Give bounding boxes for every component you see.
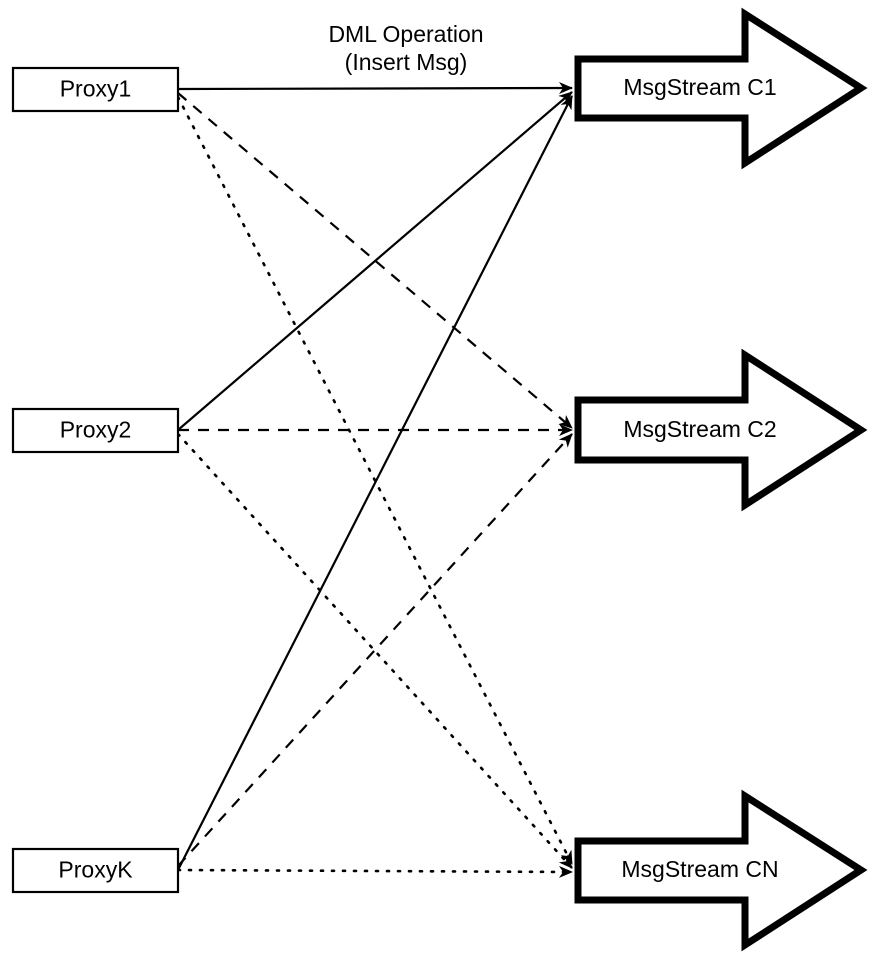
msgstream-label: MsgStream CN <box>621 856 778 882</box>
dml-operation-label-line2: (Insert Msg) <box>345 49 468 75</box>
msgstream-arrow-stream_cn[interactable]: MsgStream CN <box>574 789 868 952</box>
proxy-label: Proxy2 <box>60 417 132 443</box>
msgstream-arrow-shape <box>574 789 868 952</box>
msgstream-arrow-stream_c2[interactable]: MsgStream C2 <box>574 348 868 512</box>
proxy-label: Proxy1 <box>60 76 132 102</box>
connection-pk_cn <box>176 865 574 878</box>
msgstream-label: MsgStream C2 <box>623 416 776 442</box>
connection-p1_c2 <box>177 92 573 429</box>
msgstream-arrow-shape <box>574 348 868 512</box>
msgstream-arrows-group: MsgStream C1 MsgStream C2 MsgStream CN <box>574 7 868 952</box>
connection-p2_c1 <box>177 91 573 431</box>
proxy-node-proxyk[interactable]: ProxyK <box>11 847 180 894</box>
connection-p2_cn <box>176 432 574 870</box>
proxy-box-shape <box>11 66 180 113</box>
proxy-box-shape <box>11 847 180 894</box>
connection-lines-group <box>176 82 574 878</box>
connection-pk_c2 <box>177 433 573 867</box>
msgstream-label: MsgStream C1 <box>623 74 776 100</box>
connection-p1_c1 <box>177 82 573 95</box>
connection-pk_c1 <box>177 95 573 871</box>
connection-p1_cn <box>176 95 574 866</box>
msgstream-arrow-stream_c1[interactable]: MsgStream C1 <box>574 7 868 170</box>
msgstream-arrow-shape <box>574 7 868 170</box>
proxy-label: ProxyK <box>58 857 133 883</box>
proxy-node-proxy1[interactable]: Proxy1 <box>11 66 180 113</box>
proxy-node-proxy2[interactable]: Proxy2 <box>11 407 180 454</box>
proxy-box-shape <box>11 407 180 454</box>
dml-operation-label-line1: DML Operation <box>328 21 483 47</box>
